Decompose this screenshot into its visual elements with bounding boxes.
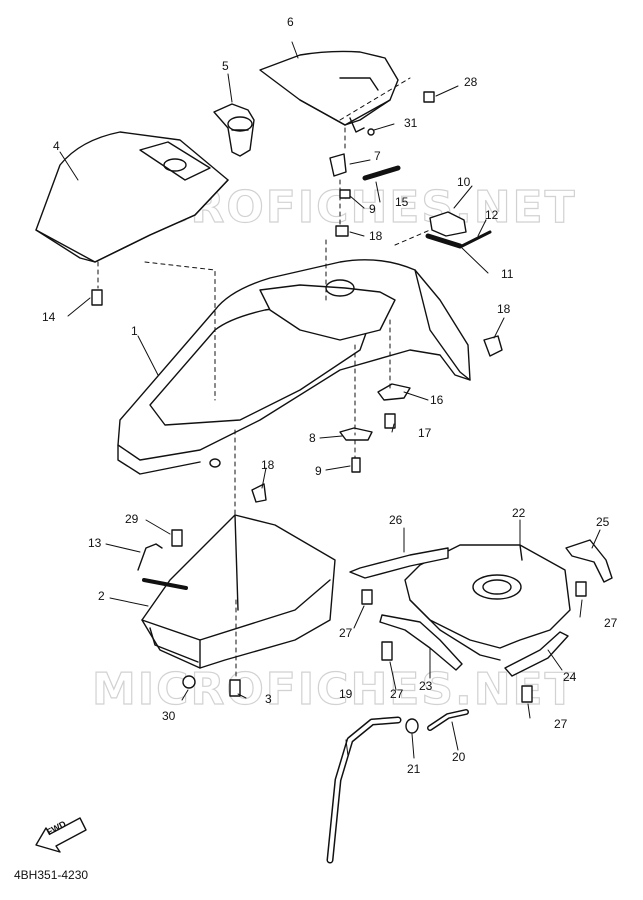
part-label: 11 <box>501 267 514 281</box>
part-23-stay <box>379 614 463 671</box>
diagram-code: 4BH351-4230 <box>14 868 89 882</box>
leader-lines <box>59 41 601 759</box>
part-24-stay <box>504 631 569 677</box>
part-1-main-body <box>117 259 471 475</box>
part-5-lock <box>213 103 255 157</box>
part-11-spring <box>425 233 463 249</box>
part-8-bracket <box>339 427 373 441</box>
part-7-bracket <box>329 153 347 177</box>
part-label: 4 <box>53 139 60 153</box>
part-label: 18 <box>261 458 275 472</box>
part-22-tank <box>404 544 571 661</box>
part-label: 6 <box>287 15 294 29</box>
part-label: 10 <box>457 175 471 189</box>
watermark-bottom: MICROFICHES.NET <box>91 663 577 715</box>
part-label: 21 <box>407 762 421 776</box>
part-label: 29 <box>125 512 139 526</box>
part-label: 1 <box>131 324 138 338</box>
part-label: 12 <box>485 208 499 222</box>
part-label: 17 <box>418 426 432 440</box>
part-21-clamp <box>405 718 419 734</box>
part-label: 3 <box>265 692 272 706</box>
part-12-pin <box>460 230 492 248</box>
part-label: 9 <box>315 464 322 478</box>
bolts <box>91 91 587 703</box>
part-label: 9 <box>369 202 376 216</box>
part-6-lid <box>259 50 399 133</box>
part-15-spring <box>362 165 401 181</box>
part-label: 22 <box>512 506 526 520</box>
part-label: 27 <box>554 717 568 731</box>
part-label: 7 <box>374 149 381 163</box>
part-13-spring <box>137 543 163 571</box>
part-label: 24 <box>563 670 577 684</box>
part-label: 25 <box>596 515 610 529</box>
part-label: 27 <box>604 616 618 630</box>
part-4-lid <box>35 131 229 263</box>
part-label: 13 <box>88 536 102 550</box>
part-label: 14 <box>42 310 56 324</box>
alignment-lines <box>97 77 431 681</box>
part-label: 20 <box>452 750 466 764</box>
part-label: 27 <box>390 687 404 701</box>
part-label: 5 <box>222 59 229 73</box>
part-label: 30 <box>162 709 176 723</box>
part-label: 23 <box>419 679 433 693</box>
part-10-latch <box>429 211 467 237</box>
fwd-arrow <box>35 817 87 853</box>
part-label: 8 <box>309 431 316 445</box>
part-label: 16 <box>430 393 444 407</box>
part-2-tray <box>141 514 336 669</box>
part-label: 2 <box>98 589 105 603</box>
part-19-hose <box>326 716 402 864</box>
part-label: 15 <box>395 195 409 209</box>
part-label: 28 <box>464 75 478 89</box>
part-label: 18 <box>497 302 511 316</box>
part-label: 19 <box>339 687 353 701</box>
part-label: 31 <box>404 116 418 130</box>
part-label: 18 <box>369 229 383 243</box>
part-label: 27 <box>339 626 353 640</box>
part-label: 26 <box>389 513 403 527</box>
part-25-stay <box>565 539 613 583</box>
part-26-stay <box>349 547 449 579</box>
